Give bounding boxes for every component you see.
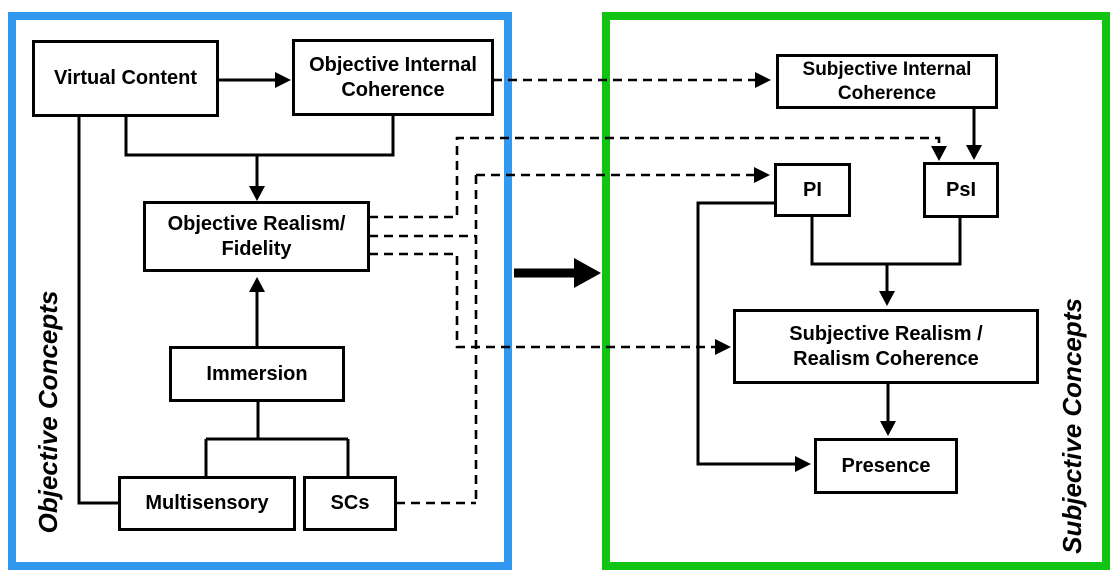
edge-multisensory-scs-to-immersion [204, 402, 350, 476]
dashed-edge-objective-realism-scs-to-pi [369, 173, 755, 505]
dashed-edge-objective-realism-to-psi [369, 136, 941, 219]
node-immersion: Immersion [169, 346, 345, 402]
node-subjective-realism: Subjective Realism / Realism Coherence [733, 309, 1039, 384]
objective-panel [8, 12, 512, 570]
node-pi: PI [774, 163, 851, 217]
subjective-panel [602, 12, 1110, 570]
arrowhead-into-subjective-realism [715, 339, 731, 355]
node-scs: SCs [303, 476, 397, 531]
subjective-concepts-label: Subjective Concepts [1056, 298, 1087, 554]
dashed-edge-objective-realism-to-subjective-realism [369, 252, 715, 349]
edge-pi-psi-to-subjective-realism [810, 216, 962, 306]
objective-to-subjective-arrow [514, 258, 601, 288]
node-virtual-content: Virtual Content [32, 40, 219, 117]
edge-subjective-realism-to-presence [880, 383, 896, 436]
node-multisensory: Multisensory [118, 476, 296, 531]
node-subjective-internal-coherence: Subjective Internal Coherence [776, 54, 998, 109]
node-psi: PsI [923, 162, 999, 218]
objective-concepts-label: Objective Concepts [32, 290, 63, 534]
edge-virtual-content-to-objective-internal-coherence [219, 72, 291, 88]
edge-virtual-content-to-multisensory [77, 117, 118, 505]
node-presence: Presence [814, 438, 958, 494]
edge-merge-to-objective-realism [124, 115, 395, 201]
arrowhead-into-psi [931, 146, 947, 161]
edge-immersion-to-objective-realism [249, 277, 265, 346]
edge-sic-to-psi [966, 108, 982, 160]
arrowhead-into-sic [755, 72, 771, 88]
edge-pi-to-presence [696, 201, 811, 472]
arrowhead-into-pi [754, 167, 770, 183]
node-objective-realism: Objective Realism/ Fidelity [143, 201, 370, 272]
node-objective-internal-coherence: Objective Internal Coherence [292, 39, 494, 116]
